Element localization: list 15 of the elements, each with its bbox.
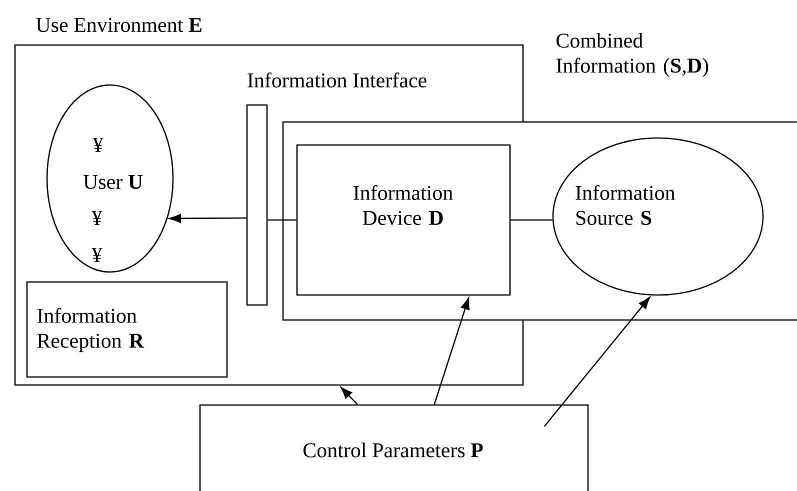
label: ¥	[92, 211, 102, 225]
arrow	[340, 387, 358, 405]
label: Use Environment E	[36, 18, 202, 32]
label: ¥	[92, 248, 102, 262]
label: Information Source S	[576, 185, 675, 225]
arrow	[544, 297, 650, 427]
label: User U	[83, 175, 143, 189]
arrow	[434, 298, 470, 405]
label: Control Parameters P	[303, 442, 483, 458]
label: ¥	[92, 138, 104, 152]
label: Combined Information (S,D)	[556, 32, 708, 78]
label: Information Reception R	[37, 308, 144, 352]
label: Information Device D	[354, 185, 453, 225]
label: Information Interface	[248, 72, 426, 88]
arrow	[169, 214, 246, 223]
